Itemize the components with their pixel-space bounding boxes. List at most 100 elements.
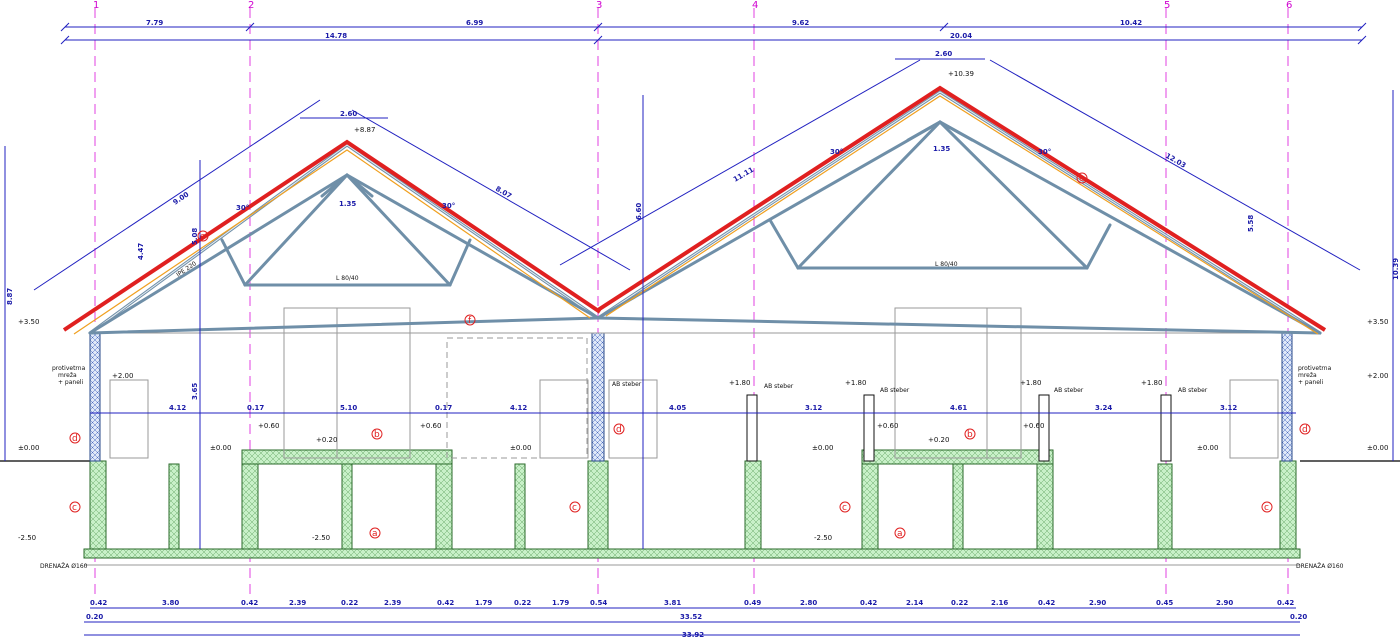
span-left: 1.35: [339, 200, 356, 208]
grid-axes: 1 2 3 4 5 6: [93, 0, 1292, 600]
level-left-350: +3.50: [18, 318, 39, 326]
section-c-far: c: [1264, 503, 1269, 513]
inner-dim-8: 4.61: [950, 404, 967, 412]
right-roof-width: 2.60: [935, 50, 952, 58]
right-roof-truss: [596, 85, 1327, 335]
note-wind-right-3: + paneli: [1298, 379, 1324, 386]
height-1039: 10.39: [1392, 258, 1400, 280]
note-wind-left-1: protivetrna: [52, 365, 86, 372]
level-060-left: +0.60: [258, 422, 279, 430]
bottom-dim-total: 33.92: [682, 631, 704, 639]
axis-label-4: 4: [752, 0, 758, 11]
inner-dim-7: 3.12: [805, 404, 822, 412]
section-e-left: e: [200, 232, 206, 242]
bottom-dim-12: 3.81: [664, 599, 681, 607]
bottom-dim-3: 0.42: [241, 599, 258, 607]
note-ab-steber-1: AB steber: [764, 383, 794, 390]
level-zero-4: ±0.00: [1197, 444, 1218, 452]
height-660: 6.60: [635, 203, 643, 220]
left-roof-total: 9.00: [172, 190, 191, 206]
level-left-200: +2.00: [112, 372, 133, 380]
axis-label-2: 2: [248, 0, 254, 11]
bottom-dim-20: 2.90: [1089, 599, 1106, 607]
inner-dim-6: 4.05: [669, 404, 686, 412]
bottom-dim-5: 0.22: [341, 599, 358, 607]
left-roof-width: 2.60: [340, 110, 357, 118]
height-887: 8.87: [6, 288, 14, 305]
note-wind-right-1: protivetrna: [1298, 365, 1332, 372]
interior-outlines: [100, 307, 1282, 459]
note-wind-left-2: mreža: [58, 372, 77, 379]
angle-right: 30°: [830, 148, 843, 156]
level-zero-3: ±0.00: [812, 444, 833, 452]
inner-dim-2: 0.17: [247, 404, 264, 412]
top-dim-4: 10.42: [1120, 19, 1142, 27]
bottom-dim-mid: 33.52: [680, 613, 702, 621]
section-c-right: c: [842, 503, 847, 513]
section-d-mid: d: [616, 425, 622, 435]
level-060-right-2: +0.60: [1023, 422, 1044, 430]
section-d-left: d: [72, 434, 78, 444]
span-right: 1.35: [933, 145, 950, 153]
bottom-dim-4: 2.39: [289, 599, 306, 607]
bottom-dim-1: 0.42: [90, 599, 107, 607]
level-180-b: +1.80: [845, 379, 866, 387]
level-180-c: +1.80: [1020, 379, 1041, 387]
bottom-dim-2: 3.80: [162, 599, 179, 607]
right-roof-left: 11.11: [732, 166, 755, 184]
inner-dim-9: 3.24: [1095, 404, 1112, 412]
bottom-dim-edge-left: 0.20: [86, 613, 103, 621]
level-minus250-mid2: -2.50: [814, 534, 832, 542]
bottom-dim-15: 0.42: [860, 599, 877, 607]
level-zero-2: ±0.00: [510, 444, 531, 452]
level-020-left: +0.20: [316, 436, 337, 444]
level-markers: +3.50 +3.50 +2.00 +2.00 ±0.00 ±0.00 -2.5…: [18, 70, 1388, 542]
inner-dim-1: 4.12: [169, 404, 186, 412]
angle-right-2: 30°: [1038, 148, 1051, 156]
level-020-right: +0.20: [928, 436, 949, 444]
bottom-dim-9: 0.22: [514, 599, 531, 607]
inner-dim-5: 4.12: [510, 404, 527, 412]
axis-label-3: 3: [596, 0, 602, 11]
top-dim-1: 7.79: [146, 19, 163, 27]
level-left-zero: ±0.00: [18, 444, 39, 452]
section-a-right: a: [897, 529, 903, 539]
height-508: 5.08: [191, 228, 199, 245]
axis-label-6: 6: [1286, 0, 1292, 11]
section-b-right: b: [967, 430, 973, 440]
bottom-dim-18: 2.16: [991, 599, 1008, 607]
note-ab-steber-2: AB steber: [880, 387, 910, 394]
inner-dimensions: 4.12 0.17 5.10 0.17 4.12 4.05 3.12 4.61 …: [90, 404, 1296, 414]
section-e-right: e: [1079, 174, 1085, 184]
note-wind-left-3: + paneli: [58, 379, 84, 386]
bottom-dim-11: 0.54: [590, 599, 607, 607]
level-ridge-right: +10.39: [948, 70, 974, 78]
left-roof-right: 8.07: [494, 185, 513, 201]
bottom-dim-16: 2.14: [906, 599, 923, 607]
drainage-right: DRENAŽA Ø160: [1296, 562, 1344, 570]
level-left-minus250: -2.50: [18, 534, 36, 542]
note-wind-right-2: mreža: [1298, 372, 1317, 379]
section-a-left: a: [372, 529, 378, 539]
angle-left-2: 30°: [442, 202, 455, 210]
section-markers: d c b a c d c b a c d e e f: [69, 172, 1311, 539]
level-right-350: +3.50: [1367, 318, 1388, 326]
top-dim-2: 6.99: [466, 19, 483, 27]
axis-label-1: 1: [93, 0, 99, 11]
bottom-dim-14: 2.80: [800, 599, 817, 607]
note-ab-steber-3: AB steber: [1054, 387, 1084, 394]
top-dim-total-left: 14.78: [325, 32, 347, 40]
bottom-dim-19: 0.42: [1038, 599, 1055, 607]
drainage-left: DRENAŽA Ø160: [40, 562, 88, 570]
bottom-dim-10: 1.79: [552, 599, 569, 607]
height-365: 3.65: [191, 383, 199, 400]
roof-dimensions: 9.00 8.07 2.60 11.11 12.03 2.60 8.87 10.…: [4, 50, 1400, 549]
axis-label-5: 5: [1164, 0, 1170, 11]
section-c-mid: c: [572, 503, 577, 513]
note-ab-steber-4: AB steber: [1178, 387, 1208, 394]
bottom-dim-8: 1.79: [475, 599, 492, 607]
bottom-dim-21: 0.45: [1156, 599, 1173, 607]
